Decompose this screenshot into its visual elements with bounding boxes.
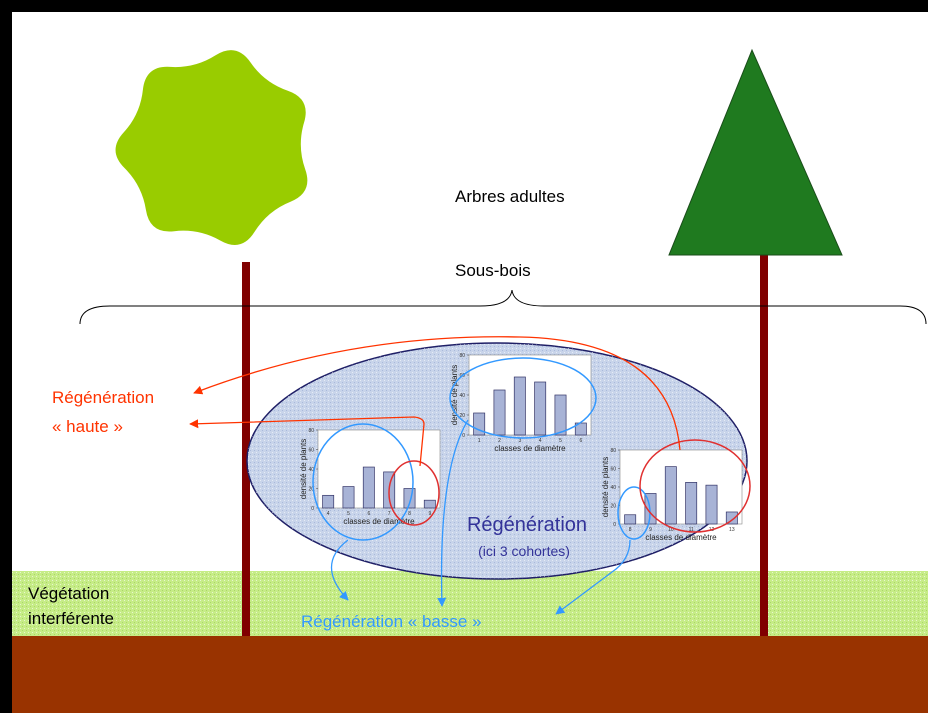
- chart-xtick-label: 11: [689, 527, 694, 533]
- high-regen-label-1: Régénération: [52, 388, 154, 407]
- interfering-veg-label-2: interférente: [28, 609, 114, 628]
- chart-xtick-label: 5: [559, 438, 562, 444]
- conifer-trunk: [760, 248, 768, 636]
- chart-bar: [624, 514, 637, 525]
- chart-bar: [342, 486, 355, 509]
- chart-bar: [534, 381, 547, 436]
- chart-ytick-label: 0: [613, 522, 616, 528]
- chart-xtick-label: 4: [327, 511, 330, 517]
- chart-bar: [403, 488, 416, 509]
- chart-xlabel: classes de diamètre: [494, 444, 566, 453]
- chart-plot-area: [317, 429, 441, 509]
- chart-ytick-label: 80: [308, 428, 314, 434]
- conifer-crown: [668, 48, 843, 256]
- chart-xtick-label: 9: [649, 527, 652, 533]
- chart-xtick-label: 13: [729, 527, 735, 533]
- high-regen-arrow-1: [193, 336, 681, 451]
- chart-plot-area: [619, 449, 743, 525]
- chart-ytick-label: 40: [308, 467, 314, 473]
- chart-ytick-label: 60: [610, 467, 616, 473]
- low-regen-label: Régénération « basse »: [301, 612, 482, 631]
- chart-ytick-label: 80: [459, 353, 465, 359]
- low-group-circle-2: [449, 357, 597, 439]
- chart-xtick-label: 4: [539, 438, 542, 444]
- chart-bar: [664, 466, 677, 525]
- chart-xtick-label: 8: [629, 527, 632, 533]
- chart-bar: [423, 499, 436, 509]
- chart-xlabel: classes de diamètre: [343, 517, 415, 526]
- chart-ytick-label: 60: [308, 448, 314, 454]
- low-group-circle-1: [312, 423, 414, 541]
- chart-bar: [685, 482, 698, 525]
- chart-bar: [322, 494, 335, 509]
- chart-ylabel: densité de plants: [450, 365, 459, 426]
- regen-center-label-2: (ici 3 cohortes): [478, 543, 570, 559]
- chart-ylabel: densité de plants: [299, 439, 308, 500]
- low-regen-arrow-1: [331, 539, 349, 601]
- chart-xtick-label: 5: [347, 511, 350, 517]
- chart-xtick-label: 10: [668, 527, 674, 533]
- chart-ytick-label: 40: [459, 393, 465, 399]
- high-group-circle-3: [639, 439, 751, 533]
- understory-label: Sous-bois: [455, 261, 531, 280]
- chart-xtick-label: 6: [367, 511, 370, 517]
- low-regen-arrow-3: [555, 539, 631, 615]
- low-regen-arrow-2: [437, 419, 469, 607]
- chart-ytick-label: 0: [462, 433, 465, 439]
- chart-ytick-label: 0: [311, 506, 314, 512]
- high-regen-label-2: « haute »: [52, 417, 123, 436]
- chart-bar: [725, 511, 738, 525]
- chart-xtick-label: 3: [518, 438, 521, 444]
- adult-trees-label: Arbres adultes: [455, 187, 565, 206]
- chart-xtick-label: 8: [408, 511, 411, 517]
- chart-bar: [554, 394, 567, 436]
- chart-bar: [473, 412, 486, 436]
- chart-ylabel: densité de plants: [601, 457, 610, 518]
- high-group-circle-1: [388, 460, 440, 526]
- chart-xtick-label: 1: [478, 438, 481, 444]
- chart-xlabel: classes de diamètre: [645, 533, 717, 542]
- regen-center-label-1: Régénération: [467, 514, 587, 536]
- high-regen-arrow-2: [189, 416, 425, 467]
- chart-bar: [362, 466, 375, 509]
- chart-bar: [705, 484, 718, 525]
- interfering-veg-label-1: Végétation: [28, 584, 109, 603]
- chart-xtick-label: 2: [498, 438, 501, 444]
- chart-ytick-label: 20: [610, 504, 616, 510]
- chart-ytick-label: 80: [610, 448, 616, 454]
- broadleaf-crown: [115, 50, 308, 245]
- chart-xtick-label: 9: [428, 511, 431, 517]
- chart-ytick-label: 40: [610, 485, 616, 491]
- chart-bar: [513, 376, 526, 436]
- chart-xtick-label: 6: [579, 438, 582, 444]
- chart-plot-area: [468, 354, 592, 436]
- chart-ytick-label: 20: [308, 487, 314, 493]
- ground: [12, 636, 928, 713]
- understory-brace: [79, 289, 927, 325]
- broadleaf-trunk: [242, 262, 250, 636]
- chart-xtick-label: 7: [388, 511, 391, 517]
- chart-bar: [493, 389, 506, 436]
- chart-ytick-label: 20: [459, 413, 465, 419]
